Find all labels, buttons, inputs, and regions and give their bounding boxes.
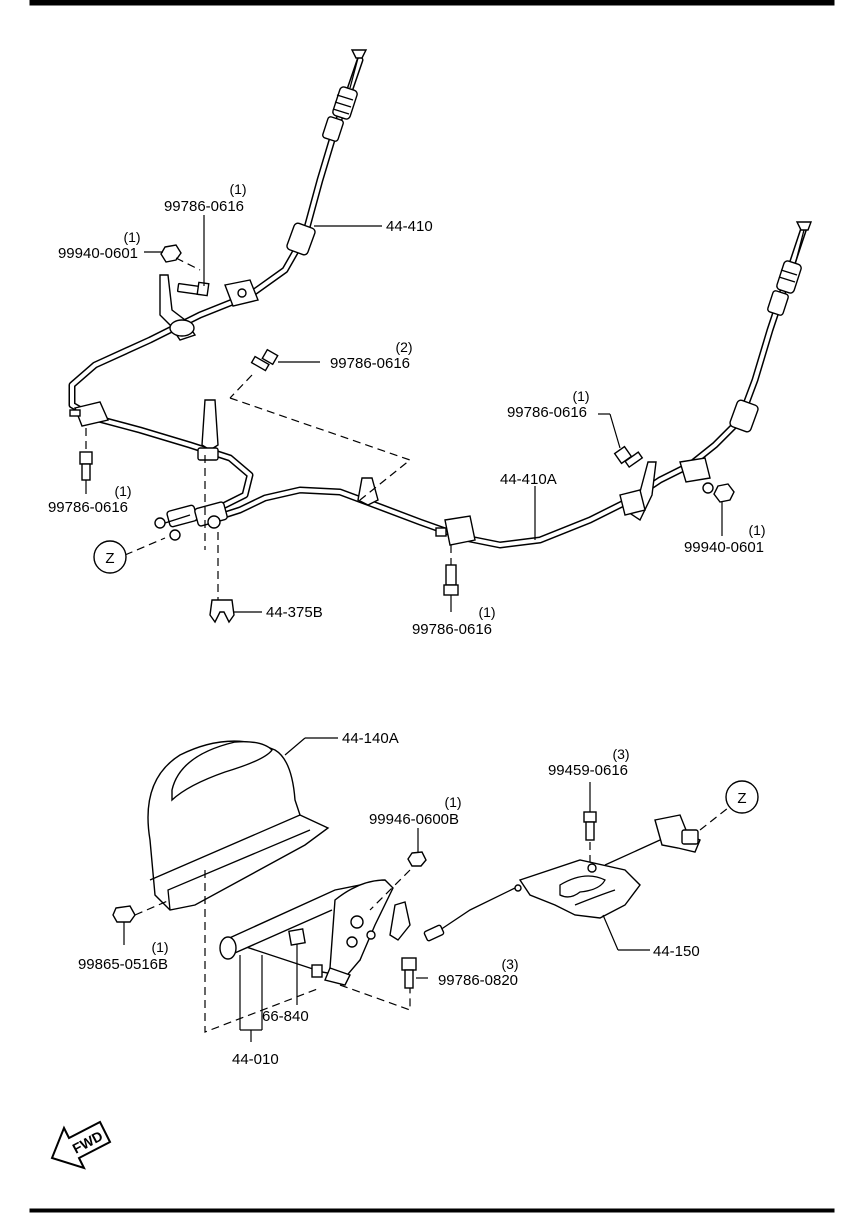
label-44-410a: 44-410A [500, 471, 557, 488]
dashed-guide-cover-left [204, 870, 321, 1033]
label-fastener-f10: (1) 99865-0516B [78, 939, 169, 973]
dashed-guide-lever-bolt-lower [339, 984, 411, 1011]
label-fastener-f7: (1) 99786-0616 [412, 604, 496, 638]
bolt-f3[interactable] [250, 348, 279, 372]
svg-text:99940-0601: 99940-0601 [58, 245, 138, 262]
label-44-150: 44-150 [653, 943, 700, 960]
cable-44-410[interactable] [68, 49, 368, 524]
svg-text:(1): (1) [151, 939, 168, 955]
view-marker-z-left: Z [93, 540, 127, 574]
svg-text:99459-0616: 99459-0616 [548, 762, 628, 779]
clip-44-375b[interactable] [209, 599, 235, 624]
svg-text:99940-0601: 99940-0601 [684, 539, 764, 556]
cable-front-and-bracket-44-150[interactable] [423, 814, 701, 942]
bolt-f7[interactable] [443, 564, 459, 596]
svg-text:(3): (3) [501, 956, 518, 972]
svg-text:(1): (1) [444, 794, 461, 810]
dashed-guide-lever-bolt [369, 869, 411, 911]
dashed-guide-z-left [124, 537, 166, 556]
svg-text:99786-0616: 99786-0616 [507, 404, 587, 421]
bolt-f5[interactable] [613, 445, 644, 469]
svg-text:Z: Z [105, 550, 114, 567]
svg-text:99786-0616: 99786-0616 [330, 355, 410, 372]
dashed-guide-bolt-f3 [229, 374, 253, 399]
bolt-f4[interactable] [79, 451, 93, 481]
svg-text:(1): (1) [748, 522, 765, 538]
dashed-guide-z-right [699, 807, 729, 831]
cover-44-140a[interactable] [147, 740, 330, 911]
bottom-rule [29, 1208, 835, 1213]
label-fastener-f1: (1) 99786-0616 [164, 181, 247, 215]
bolt-f8[interactable] [583, 811, 597, 841]
view-marker-z-right: Z [725, 780, 759, 814]
leader-lines [85, 215, 723, 1042]
label-fastener-f9: (1) 99946-0600B [369, 794, 462, 828]
label-fastener-f2: (1) 99940-0601 [58, 229, 141, 262]
svg-text:(1): (1) [114, 483, 131, 499]
nut-f2[interactable] [160, 244, 182, 263]
dashed-guide-cover-bolt [134, 899, 171, 916]
svg-text:(1): (1) [572, 388, 589, 404]
label-fastener-f6: (1) 99940-0601 [684, 522, 766, 556]
dashed-guide-nut-f2 [175, 257, 201, 271]
svg-text:99786-0616: 99786-0616 [48, 499, 128, 516]
label-fastener-f11: (3) 99786-0820 [438, 956, 519, 989]
label-fastener-f5: (1) 99786-0616 [507, 388, 590, 421]
lever-assembly-44-010[interactable] [219, 879, 411, 986]
top-rule [29, 0, 835, 6]
svg-text:(1): (1) [123, 229, 140, 245]
label-66-840: 66-840 [262, 1008, 309, 1025]
bolt-f10[interactable] [112, 905, 136, 923]
svg-text:99786-0616: 99786-0616 [164, 198, 244, 215]
bolt-f9[interactable] [407, 851, 427, 867]
svg-text:(2): (2) [395, 339, 412, 355]
label-44-375b: 44-375B [266, 604, 323, 621]
svg-text:Z: Z [737, 790, 746, 807]
svg-text:(1): (1) [229, 181, 246, 197]
svg-text:99786-0616: 99786-0616 [412, 621, 492, 638]
label-44-010: 44-010 [232, 1051, 279, 1068]
dashed-guide-bracket [229, 397, 412, 501]
bolt-f1[interactable] [176, 281, 210, 297]
bolt-f11[interactable] [401, 957, 417, 989]
svg-text:(1): (1) [478, 604, 495, 620]
label-fastener-f3: (2) 99786-0616 [330, 339, 413, 372]
svg-text:99786-0820: 99786-0820 [438, 972, 518, 989]
svg-text:99946-0600B: 99946-0600B [369, 811, 459, 828]
fwd-arrow: FWD [50, 1120, 112, 1170]
label-44-140a: 44-140A [342, 730, 399, 747]
equalizer-junction [154, 501, 228, 541]
svg-text:(3): (3) [612, 746, 629, 762]
cable-44-410a[interactable] [211, 221, 813, 549]
label-44-410: 44-410 [386, 218, 433, 235]
label-fastener-f4: (1) 99786-0616 [48, 483, 132, 516]
svg-text:99865-0516B: 99865-0516B [78, 956, 168, 973]
label-fastener-f8: (3) 99459-0616 [548, 746, 630, 779]
